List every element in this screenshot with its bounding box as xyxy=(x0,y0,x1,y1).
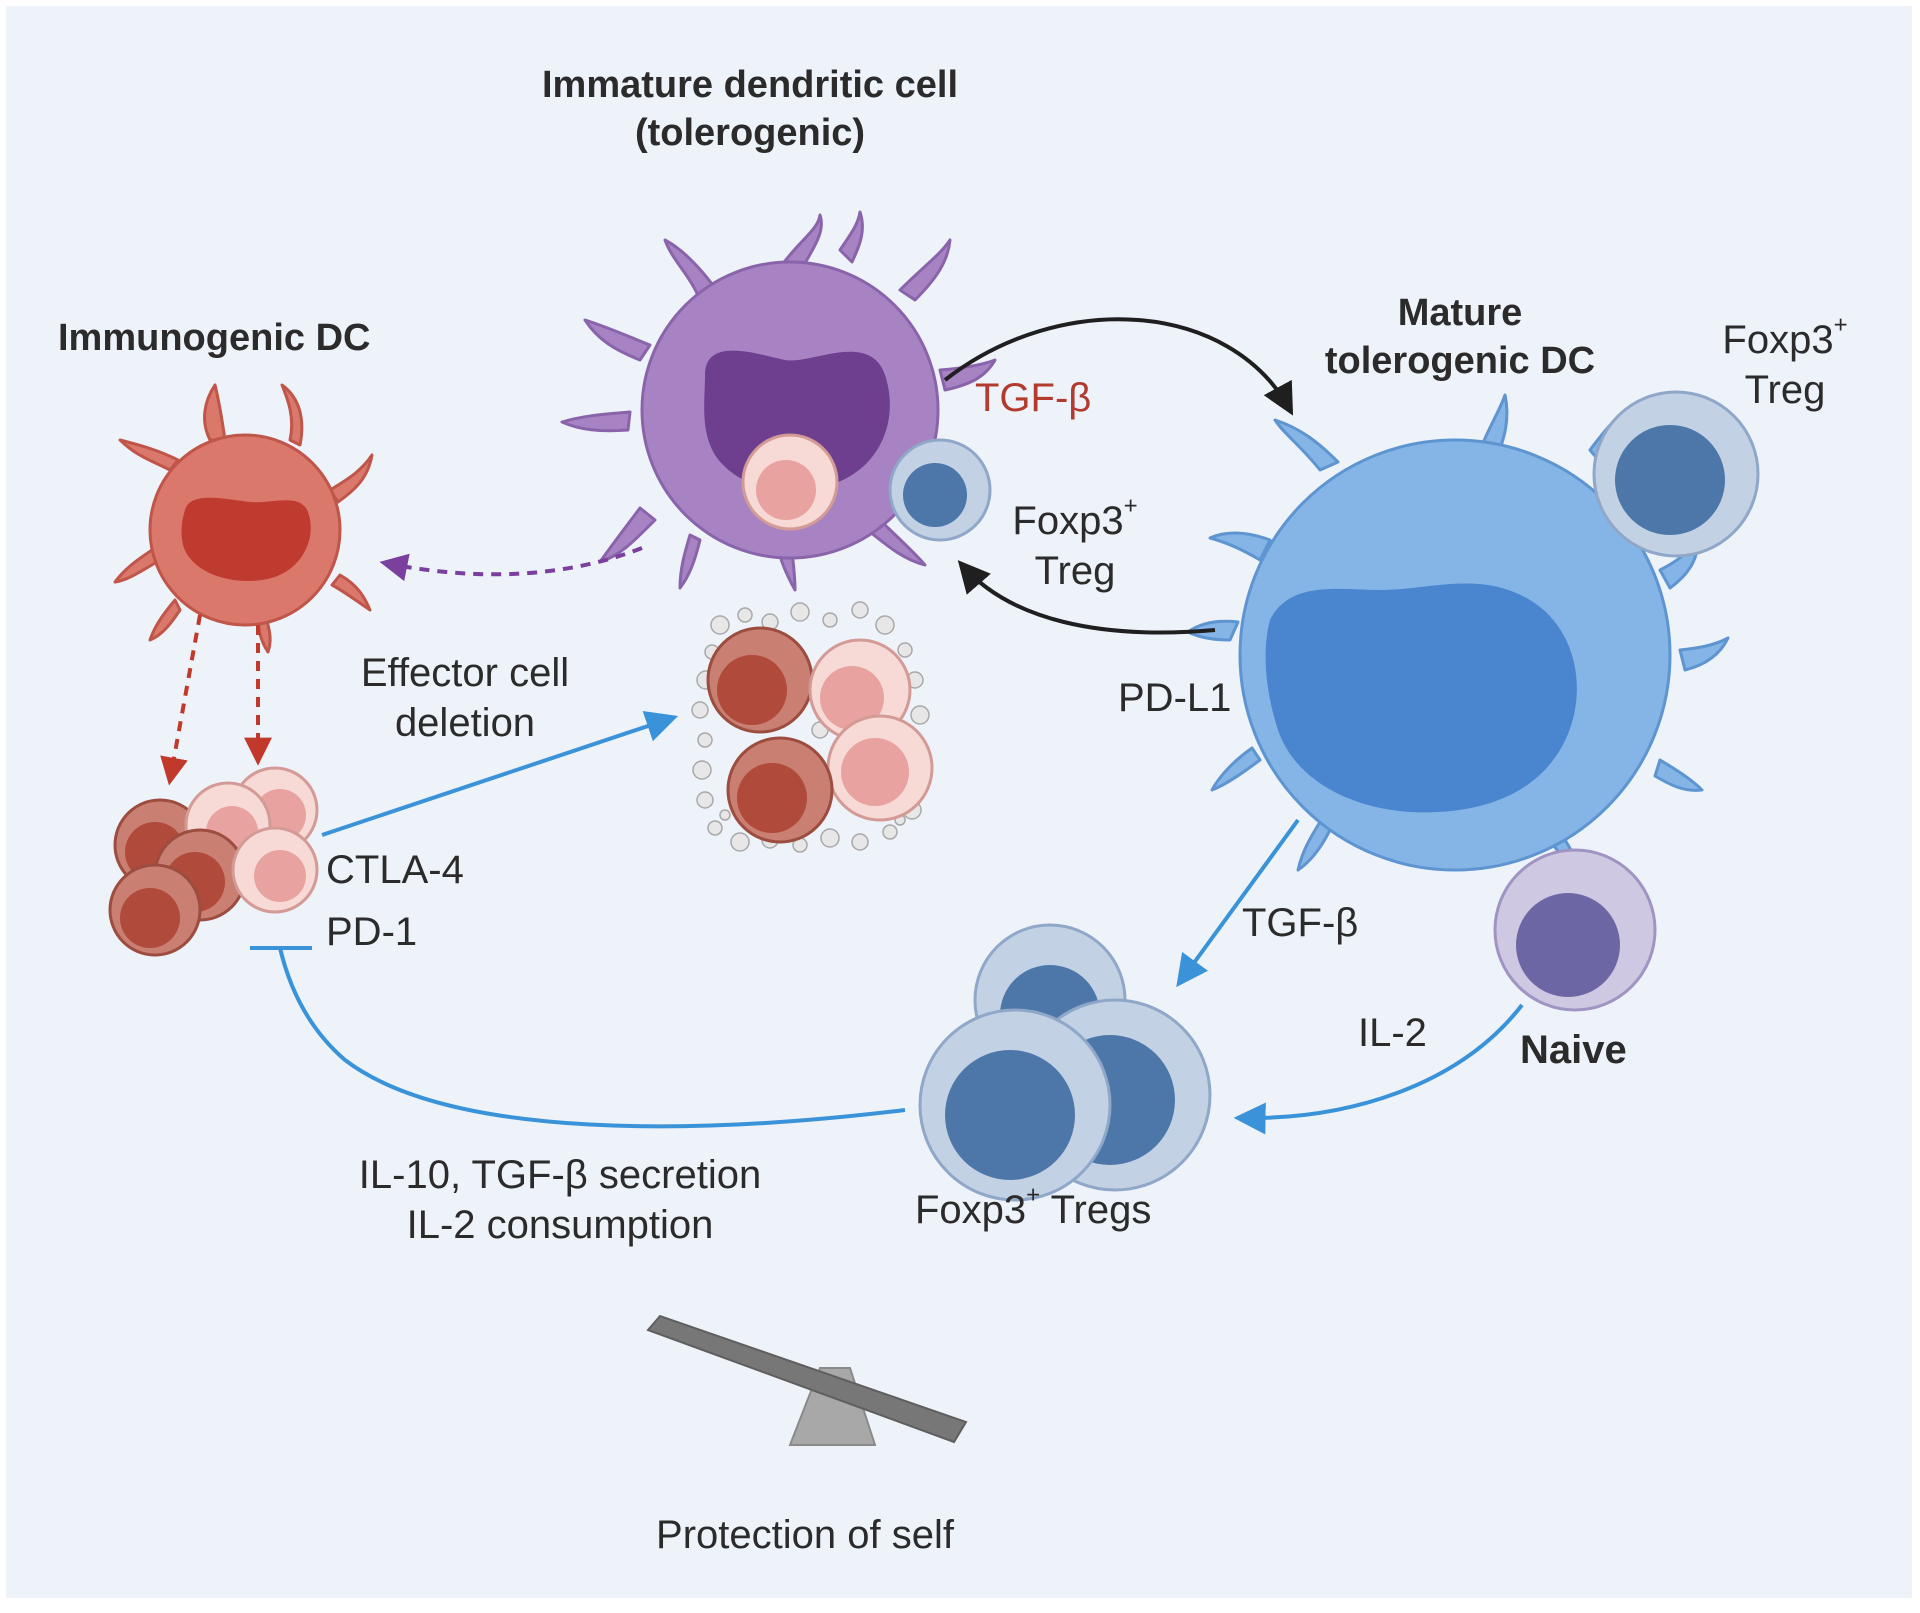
arrow-naive-to-tregs xyxy=(1233,1003,1524,1135)
effector-deletion-label-line2: deletion xyxy=(394,701,536,745)
seesaw-icon xyxy=(646,1314,968,1446)
arrow-immature-to-mature xyxy=(943,317,1294,416)
foxp3-treg-label-immature-sup: + xyxy=(1123,492,1138,520)
immature-dendritic-cell xyxy=(560,210,997,592)
immunogenic-dc-title: Immunogenic DC xyxy=(58,317,371,359)
immunogenic-dendritic-cell xyxy=(113,383,374,654)
protection-of-self-label: Protection of self xyxy=(656,1513,954,1557)
immature-dc-title: Immature dendritic cell (tolerogenic) xyxy=(480,62,1020,157)
arrow-mature-to-tregs xyxy=(1176,818,1300,988)
ctla4-label: CTLA-4 xyxy=(326,848,464,892)
arrow-immature-to-immunogenic xyxy=(379,546,643,582)
immature-dc-title-line2: (tolerogenic) xyxy=(634,111,866,154)
secretion-label: IL-10, TGF-β secretion IL-2 consumption xyxy=(310,1150,810,1250)
foxp3-treg-label-mature-prefix: Foxp3 xyxy=(1722,318,1834,362)
naive-label: Naive xyxy=(1520,1028,1627,1072)
mature-dc-title-line1: Mature xyxy=(1397,292,1523,334)
arrow-mature-to-immature xyxy=(957,560,1216,635)
secretion-label-line1: IL-10, TGF-β secretion xyxy=(358,1153,762,1197)
treg-cell-mature-dc xyxy=(1592,390,1760,558)
mature-dc-title: Mature tolerogenic DC xyxy=(1290,290,1630,385)
arrow-immunogenic-to-effector-1 xyxy=(160,614,202,786)
foxp3-tregs-label-sup: + xyxy=(1026,1181,1041,1209)
foxp3-treg-label-mature: Foxp3+ Treg xyxy=(1700,311,1870,415)
pd1-label: PD-1 xyxy=(326,910,418,954)
naive-t-cell xyxy=(1493,848,1657,1012)
effector-deletion-label-line1: Effector cell xyxy=(360,651,570,695)
il2-label: IL-2 xyxy=(1358,1011,1427,1055)
foxp3-tregs-label-suffix: Tregs xyxy=(1040,1188,1152,1232)
foxp3-treg-label-mature-line2: Treg xyxy=(1744,368,1826,412)
apoptotic-cells-cluster xyxy=(691,601,934,853)
secretion-label-line2: IL-2 consumption xyxy=(406,1203,714,1247)
inhibition-tregs-to-effector xyxy=(278,947,906,1129)
foxp3-treg-label-immature: Foxp3+ Treg xyxy=(1000,492,1150,596)
tgf-beta-label-mid: TGF-β xyxy=(1242,901,1359,945)
foxp3-treg-label-immature-prefix: Foxp3 xyxy=(1012,499,1124,543)
treg-cell-immature-dc xyxy=(888,438,992,542)
tgf-beta-label-top: TGF-β xyxy=(975,376,1092,420)
arrow-effector-deletion xyxy=(321,710,679,837)
foxp3-tregs-label-prefix: Foxp3 xyxy=(915,1188,1027,1232)
effector-cells-cluster xyxy=(108,766,319,957)
effector-deletion-label: Effector cell deletion xyxy=(320,648,610,748)
pd-l1-label: PD-L1 xyxy=(1118,676,1232,720)
foxp3-treg-label-immature-line2: Treg xyxy=(1034,549,1116,593)
immature-dc-title-line1: Immature dendritic cell xyxy=(541,64,958,106)
foxp3-tregs-label: Foxp3+ Tregs xyxy=(915,1181,1152,1235)
foxp3-tregs-cluster xyxy=(918,923,1212,1202)
mature-dc-title-line2: tolerogenic DC xyxy=(1324,339,1596,382)
foxp3-treg-label-mature-sup: + xyxy=(1833,311,1848,339)
mature-tolerogenic-dendritic-cell xyxy=(1186,393,1730,872)
